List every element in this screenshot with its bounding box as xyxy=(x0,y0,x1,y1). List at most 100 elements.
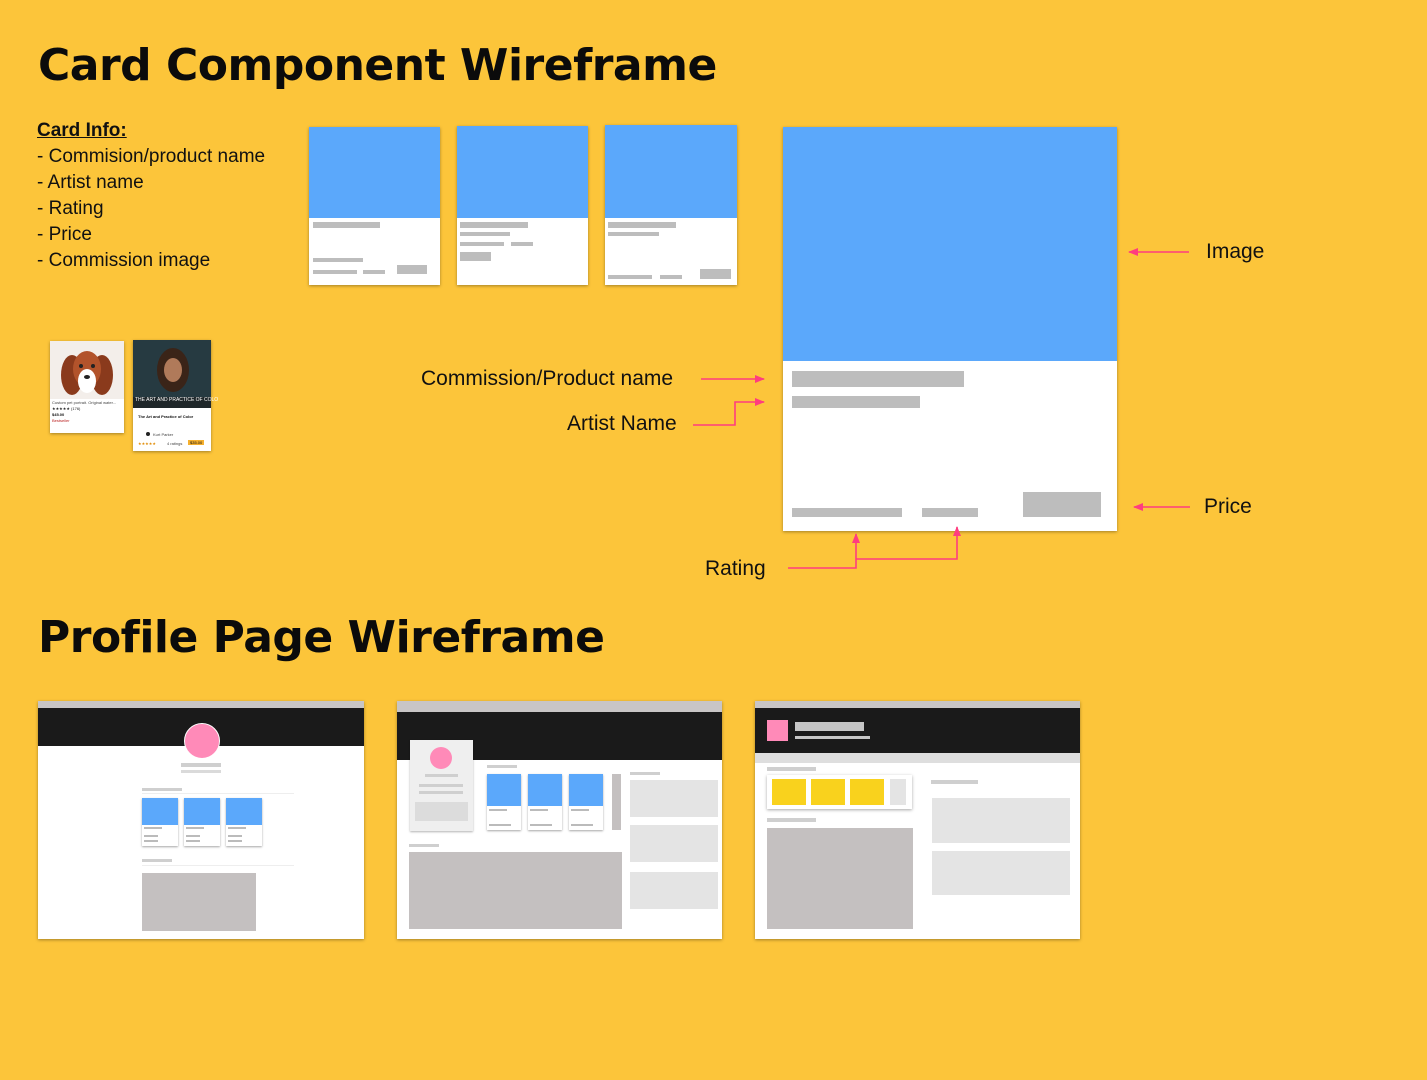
profile-name-bar xyxy=(181,763,221,767)
profile-info-bar xyxy=(419,791,463,794)
book-rating: ★★★★★ xyxy=(138,441,156,446)
section-label-bar xyxy=(142,859,172,862)
mini-card-image xyxy=(569,774,603,806)
book-author: Kurt Parker xyxy=(153,432,174,437)
card-name-bar xyxy=(792,371,964,387)
book-title: The Art and Practice of Color xyxy=(138,414,194,419)
card-image-placeholder xyxy=(783,127,1117,361)
divider xyxy=(142,793,294,794)
rating-arrow-1 xyxy=(788,533,860,569)
artist-name-annotation: Artist Name xyxy=(567,412,677,435)
profile-handle-bar xyxy=(795,736,870,739)
rating-annotation: Rating xyxy=(705,557,766,580)
mini-card-image xyxy=(184,798,220,825)
section-label-bar xyxy=(142,788,182,791)
mini-card xyxy=(487,774,521,830)
card-rating-bar xyxy=(608,275,652,279)
card-price-bar xyxy=(1023,492,1101,517)
profile-info-bar xyxy=(419,784,463,787)
divider xyxy=(142,865,294,866)
section-label-bar xyxy=(409,844,439,847)
profile-sidebar-card xyxy=(410,740,473,831)
card-rating-bar xyxy=(313,258,363,262)
card-info-item: - Commision/product name xyxy=(37,146,266,167)
side-panel-block xyxy=(932,798,1070,843)
card-rating-bar xyxy=(460,242,504,246)
side-panel-block xyxy=(630,780,718,817)
profile-name-bar xyxy=(795,722,864,731)
card-artist-bar xyxy=(460,232,510,236)
mini-card-bar xyxy=(489,809,507,811)
card-rating-bar xyxy=(363,270,385,274)
mini-card-bar xyxy=(530,809,548,811)
card-price-bar xyxy=(460,252,491,261)
profile-wireframe-3 xyxy=(755,701,1080,939)
section-label-bar xyxy=(767,767,816,771)
card-info-item: - Commission image xyxy=(37,250,211,271)
content-block xyxy=(142,873,256,931)
mini-card xyxy=(528,774,562,830)
author-avatar xyxy=(146,432,150,436)
featured-row xyxy=(767,775,912,809)
card-wireframe-title: Card Component Wireframe xyxy=(38,40,717,91)
card-artist-bar xyxy=(792,396,920,408)
mini-card xyxy=(184,798,220,846)
example-dog-card: Custom pet portrait. Original water... ★… xyxy=(50,341,124,433)
mini-card-image xyxy=(487,774,521,806)
section-label-bar xyxy=(630,772,660,775)
mini-card-bar xyxy=(186,835,200,837)
mini-card-bar xyxy=(228,827,246,829)
mini-card xyxy=(142,798,178,846)
price-annotation: Price xyxy=(1204,495,1252,518)
section-label-bar xyxy=(767,818,816,822)
side-panel-block xyxy=(630,825,718,862)
profile-avatar xyxy=(430,747,452,769)
featured-item-partial xyxy=(890,779,906,805)
dog-portrait-image xyxy=(50,341,124,399)
card-info-item: - Artist name xyxy=(37,172,144,193)
dog-rating: ★★★★★ (176) xyxy=(52,406,81,411)
browser-bar xyxy=(755,701,1080,708)
featured-item xyxy=(850,779,884,805)
mini-card-image xyxy=(528,774,562,806)
card-variant-3 xyxy=(605,125,737,285)
mini-card-bar xyxy=(571,809,589,811)
profile-avatar xyxy=(184,723,220,759)
card-image-placeholder xyxy=(309,127,440,218)
card-image-placeholder xyxy=(605,125,737,218)
card-price-bar xyxy=(700,269,731,279)
book-price: $35.00 xyxy=(188,440,205,445)
profile-avatar xyxy=(767,720,788,741)
card-detailed xyxy=(783,127,1117,531)
card-name-bar xyxy=(313,222,380,228)
mini-card-bar xyxy=(530,824,552,826)
mini-card xyxy=(569,774,603,830)
book-rating-count: 4 ratings xyxy=(167,441,183,446)
card-image-placeholder xyxy=(457,126,588,218)
card-name-bar xyxy=(460,222,528,228)
section-label-bar xyxy=(931,780,978,784)
card-artist-bar xyxy=(608,232,659,236)
card-rating-bar xyxy=(922,508,978,517)
browser-bar xyxy=(397,701,722,712)
section-label-bar xyxy=(487,765,517,768)
featured-item xyxy=(772,779,806,805)
mini-card-bar xyxy=(144,827,162,829)
side-panel-block xyxy=(932,851,1070,895)
mini-card-bar xyxy=(489,824,511,826)
product-name-annotation: Commission/Product name xyxy=(421,367,674,390)
mini-card-bar xyxy=(186,840,200,842)
dog-badge: Bestseller xyxy=(52,418,70,423)
example-book-card: THE ART AND PRACTICE OF COLO The Art and… xyxy=(133,340,218,451)
profile-wireframe-title: Profile Page Wireframe xyxy=(38,612,605,663)
profile-handle-bar xyxy=(181,770,221,773)
card-name-bar xyxy=(608,222,676,228)
card-info-item: - Rating xyxy=(37,198,104,219)
content-block xyxy=(767,828,913,929)
featured-item xyxy=(811,779,845,805)
mini-card-bar xyxy=(144,840,158,842)
mini-card-bar xyxy=(228,835,242,837)
nav-strip xyxy=(755,753,1080,763)
card-info-heading: Card Info: xyxy=(37,120,127,141)
